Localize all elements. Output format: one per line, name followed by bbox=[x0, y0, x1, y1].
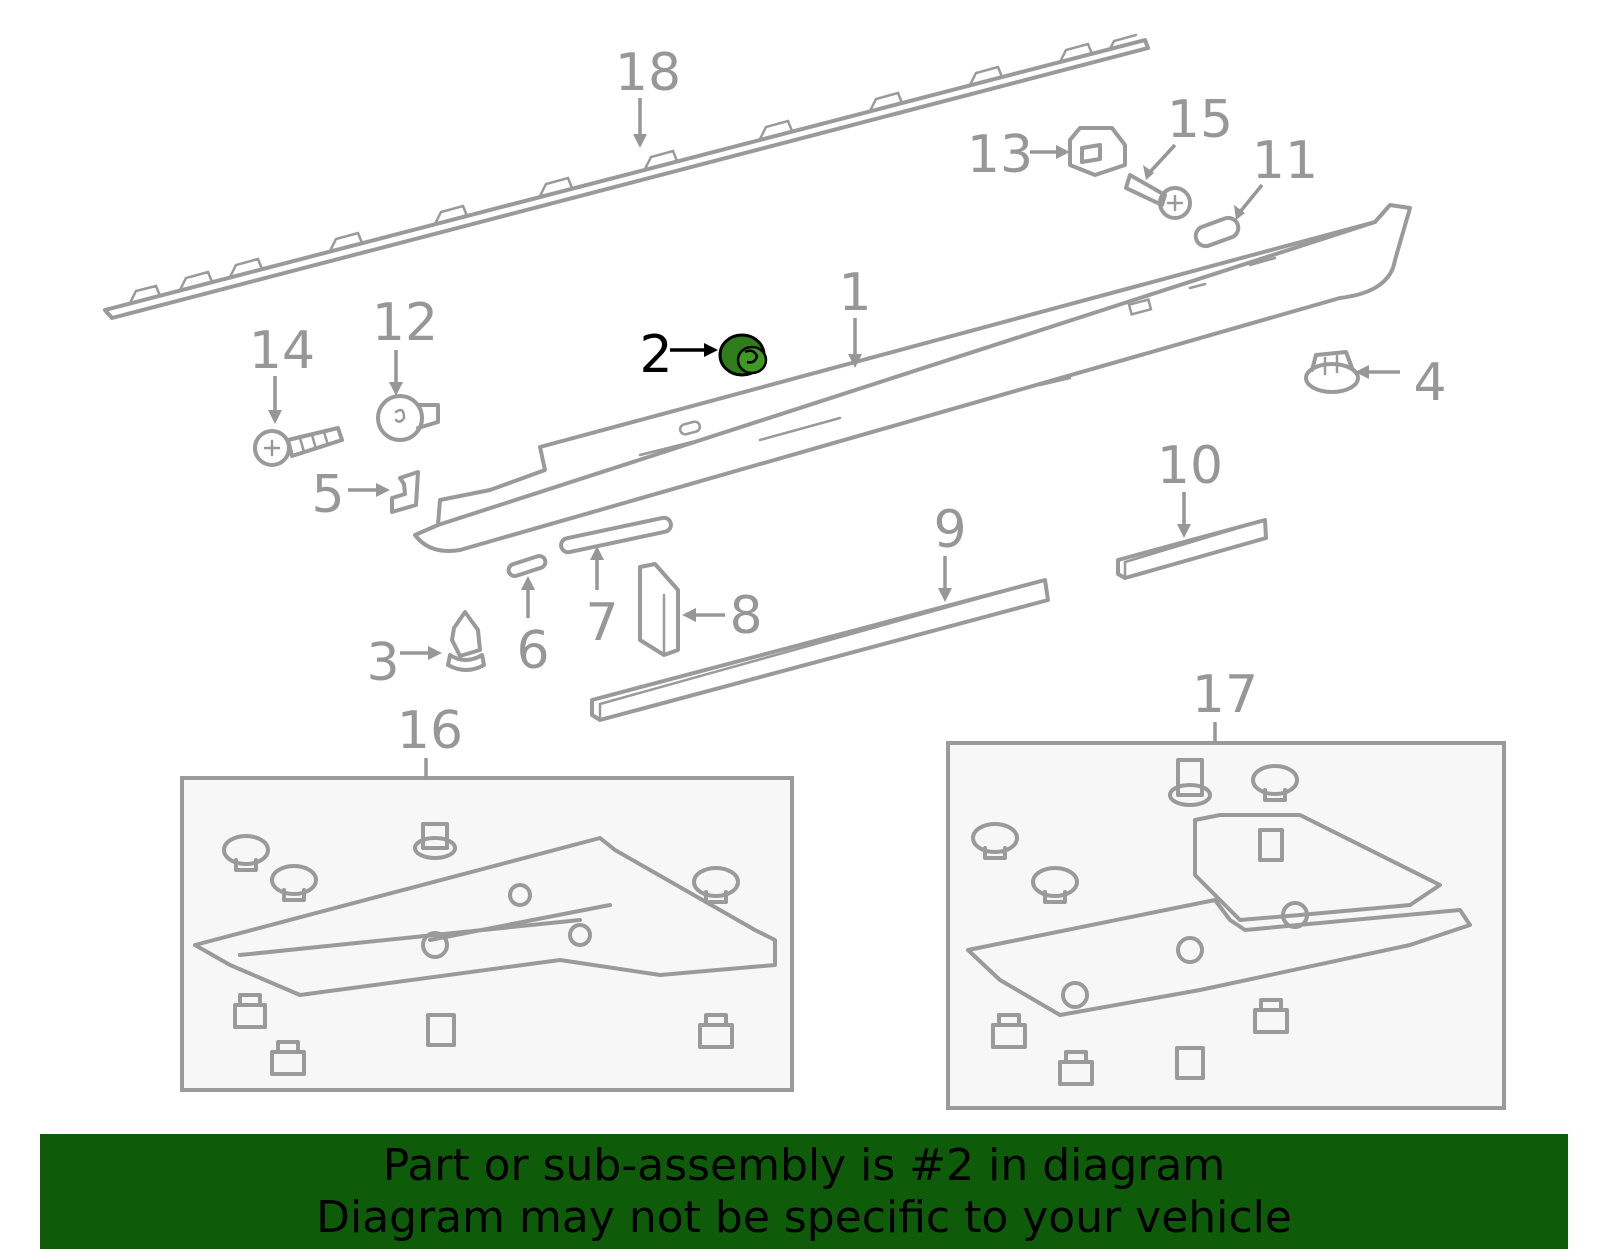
callout-2-label: 2 bbox=[639, 325, 672, 385]
info-banner: Part or sub-assembly is #2 in diagram Di… bbox=[40, 1134, 1568, 1249]
callout-12: 12 bbox=[372, 293, 438, 396]
callout-7: 7 bbox=[585, 546, 619, 653]
part-7-pad[interactable] bbox=[559, 515, 673, 555]
callout-4: 4 bbox=[1355, 353, 1447, 413]
part-15-screw[interactable] bbox=[1124, 173, 1192, 220]
kit-17-fasteners bbox=[971, 758, 1299, 1086]
part-16-cover-kit[interactable] bbox=[180, 776, 794, 1092]
banner-line-2: Diagram may not be specific to your vehi… bbox=[316, 1191, 1292, 1243]
part-14-screw[interactable] bbox=[253, 426, 344, 467]
part-18-molding-strip[interactable] bbox=[103, 33, 1150, 320]
callout-8-label: 8 bbox=[729, 586, 762, 646]
callout-17: 17 bbox=[1192, 665, 1258, 743]
callout-6-label: 6 bbox=[516, 621, 549, 681]
callout-10: 10 bbox=[1157, 436, 1223, 538]
callout-18-label: 18 bbox=[615, 43, 681, 103]
callout-15-label: 15 bbox=[1167, 90, 1233, 150]
banner-line-1: Part or sub-assembly is #2 in diagram bbox=[382, 1139, 1226, 1191]
part-1-rocker-panel[interactable] bbox=[413, 203, 1412, 553]
callout-5: 5 bbox=[311, 465, 390, 525]
part-3-pointed-clip[interactable] bbox=[446, 610, 486, 672]
callout-7-label: 7 bbox=[585, 593, 618, 653]
callout-1-label: 1 bbox=[838, 263, 871, 323]
callout-16: 16 bbox=[397, 701, 463, 778]
part-8-end-cap[interactable] bbox=[638, 562, 680, 657]
part-12-push-clip[interactable] bbox=[376, 394, 440, 442]
callout-11-label: 11 bbox=[1252, 131, 1318, 191]
callout-6: 6 bbox=[516, 576, 550, 681]
part-9-molding[interactable] bbox=[590, 578, 1050, 722]
callout-17-label: 17 bbox=[1192, 665, 1258, 725]
callout-14-label: 14 bbox=[249, 321, 315, 381]
callout-3-label: 3 bbox=[366, 633, 399, 693]
callout-11: 11 bbox=[1234, 131, 1318, 220]
callout-12-label: 12 bbox=[372, 293, 438, 353]
part-5-bracket[interactable] bbox=[390, 470, 420, 514]
callout-9: 9 bbox=[933, 500, 967, 602]
callout-13: 13 bbox=[967, 125, 1070, 185]
callout-14: 14 bbox=[249, 321, 315, 424]
callout-18: 18 bbox=[615, 43, 681, 148]
callout-8: 8 bbox=[682, 586, 763, 646]
part-11-pad[interactable] bbox=[1193, 215, 1241, 249]
callout-15: 15 bbox=[1143, 90, 1233, 180]
callout-10-label: 10 bbox=[1157, 436, 1223, 496]
callout-3: 3 bbox=[366, 633, 442, 693]
kit-16-fasteners bbox=[222, 822, 740, 1076]
part-10-molding[interactable] bbox=[1116, 518, 1268, 580]
callout-5-label: 5 bbox=[311, 465, 344, 525]
callout-16-label: 16 bbox=[397, 701, 463, 761]
callout-4-label: 4 bbox=[1413, 353, 1446, 413]
part-6-pad[interactable] bbox=[506, 553, 548, 579]
callout-1: 1 bbox=[838, 263, 872, 368]
part-4-clip[interactable] bbox=[1304, 350, 1360, 394]
part-17-cover-kit[interactable] bbox=[946, 741, 1506, 1110]
part-13-bracket[interactable] bbox=[1068, 126, 1127, 177]
callout-13-label: 13 bbox=[967, 125, 1033, 185]
callout-9-label: 9 bbox=[933, 500, 966, 560]
part-2-clip[interactable] bbox=[718, 333, 768, 377]
callout-2: 2 bbox=[639, 325, 718, 385]
